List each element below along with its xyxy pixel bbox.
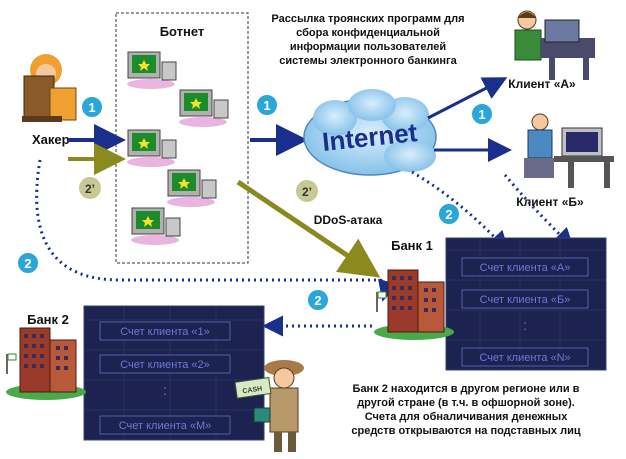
step-badge-2: 2 — [306, 288, 330, 312]
botnet-computer-icon — [127, 51, 177, 89]
client-b-credentials-path — [503, 174, 575, 250]
bank-building-icon — [374, 269, 454, 340]
botnet-box — [115, 12, 249, 264]
ddos-attack-arrow — [236, 179, 381, 278]
bank1-account-b-label: Счет клиента «Б» — [480, 294, 571, 306]
ddos-label: DDoS-атака — [314, 213, 383, 227]
step-badge-1: 1 — [80, 95, 104, 119]
svg-text:2: 2 — [445, 207, 452, 222]
hacker-label: Хакер — [32, 132, 70, 147]
bank2-account-m — [99, 415, 231, 435]
botnet-label: Ботнет — [160, 24, 205, 39]
svg-text:2’: 2’ — [85, 182, 95, 196]
internet-cloud-icon — [303, 89, 437, 176]
svg-text:1: 1 — [478, 107, 485, 122]
trojan-distribution-note: Рассылка троянских программ для сбора ко… — [271, 13, 464, 67]
bank1-account-b — [461, 289, 589, 309]
bank2-account-1 — [99, 321, 231, 341]
bank1-ellipsis: : — [523, 317, 527, 333]
bank2-account-1-label: Счет клиента «1» — [120, 326, 210, 338]
step-badge-2: 2 — [16, 251, 40, 275]
bank1-account-n-label: Счет клиента «N» — [479, 352, 570, 364]
svg-text:Рассылка троянских программ дл: Рассылка троянских программ для — [271, 13, 464, 25]
client-b-label: Клиент «Б» — [516, 195, 584, 209]
svg-text:средств открываются на подстав: средств открываются на подставных лиц — [351, 425, 580, 437]
client-phone-icon — [514, 10, 595, 80]
client-a-label: Клиент «А» — [508, 77, 576, 91]
svg-text:CASH: CASH — [242, 386, 263, 396]
botnet-computer-icon — [167, 169, 217, 207]
money-mule-icon: CASH — [234, 360, 304, 452]
step-badge-2prime: 2’ — [294, 178, 320, 204]
svg-text:системы электронного банкинга: системы электронного банкинга — [279, 55, 457, 67]
bank2-label: Банк 2 — [27, 312, 69, 327]
svg-text:Счета для обналичивания денежн: Счета для обналичивания денежных — [365, 411, 569, 423]
step-badge-1: 1 — [470, 102, 494, 126]
step-badge-2: 2 — [437, 202, 461, 226]
svg-text:1: 1 — [263, 98, 270, 113]
bank2-account-m-label: Счет клиента «M» — [119, 420, 212, 432]
bank-building-icon — [6, 327, 86, 400]
client-desk-icon — [524, 113, 614, 188]
bank1-label: Банк 1 — [391, 238, 433, 253]
bank2-ellipsis: : — [163, 382, 167, 398]
step-badge-1: 1 — [255, 93, 279, 117]
step-badge-2prime: 2’ — [77, 175, 103, 201]
svg-text:2’: 2’ — [302, 185, 312, 199]
botnet-computer-icon — [179, 89, 229, 127]
bank1-account-a-label: Счет клиента «А» — [480, 262, 571, 274]
botnet-computer-icon — [131, 207, 181, 245]
internet-to-client-a-arrow — [427, 77, 508, 120]
svg-text:сбора конфиденциальной: сбора конфиденциальной — [296, 27, 440, 39]
svg-text:информации пользователей: информации пользователей — [290, 41, 446, 53]
bank2-account-2 — [99, 354, 231, 374]
bank1-account-a — [461, 257, 589, 277]
hacker-icon — [22, 54, 77, 122]
svg-text:2: 2 — [314, 293, 321, 308]
svg-text:другой стране (в т.ч. в офшорн: другой стране (в т.ч. в офшорной зоне). — [357, 397, 575, 409]
svg-text:2: 2 — [24, 256, 31, 271]
bank1-account-n — [461, 347, 589, 367]
svg-text:Банк 2 находится в другом реги: Банк 2 находится в другом регионе или в — [353, 383, 580, 395]
internet-to-bank1-path — [411, 170, 510, 253]
bank2-offshore-note: Банк 2 находится в другом регионе или в … — [351, 383, 580, 437]
botnet-computer-icon — [127, 129, 177, 167]
bank2-account-2-label: Счет клиента «2» — [120, 359, 210, 371]
svg-text:1: 1 — [88, 100, 95, 115]
